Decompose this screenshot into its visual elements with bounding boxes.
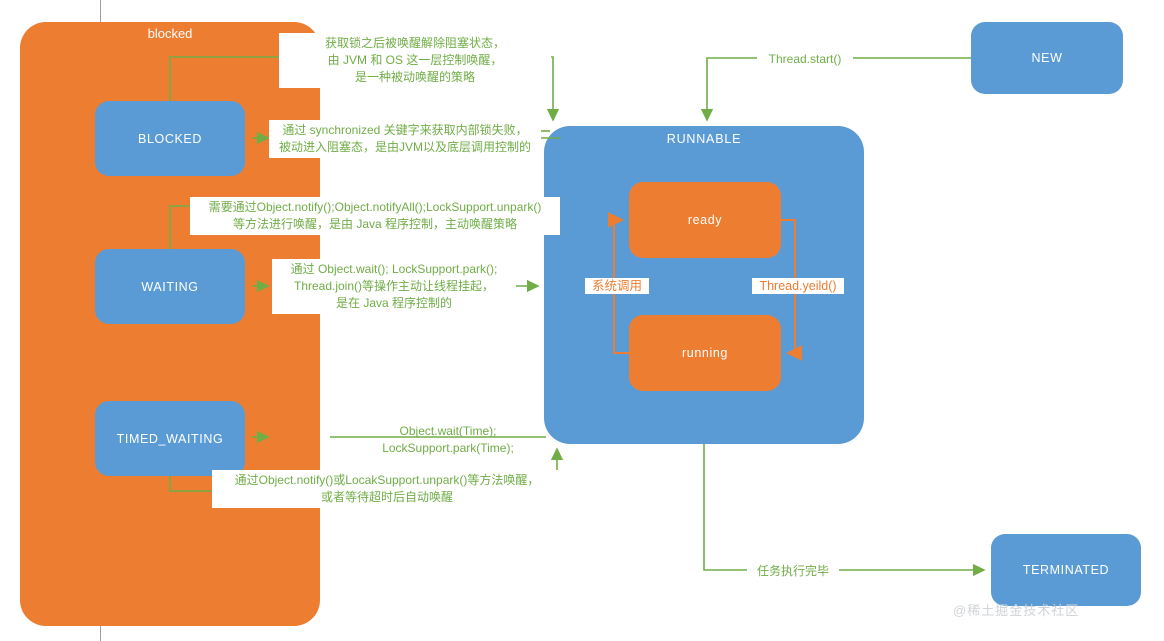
- state-node-timed-waiting[interactable]: TIMED_WAITING: [95, 401, 245, 476]
- state-node-ready-label: ready: [687, 213, 723, 227]
- state-node-terminated-label: TERMINATED: [1022, 563, 1110, 577]
- edge-label-waiting-wake: 需要通过Object.notify();Object.notifyAll();L…: [190, 197, 560, 235]
- state-node-blocked-label: BLOCKED: [138, 131, 202, 146]
- edge-label-timed-wake: 通过Object.notify()或LocakSupport.unpark()等…: [212, 470, 562, 508]
- state-node-blocked[interactable]: BLOCKED: [95, 101, 245, 176]
- group-blocked-label: blocked: [147, 26, 193, 41]
- state-node-waiting-label: WAITING: [141, 279, 199, 294]
- edge-label-thread-start: Thread.start(): [757, 49, 853, 70]
- edge-runnable-to-terminated: [703, 444, 986, 577]
- edge-label-timed-enter: Object.wait(Time); LockSupport.park(Time…: [382, 424, 514, 455]
- crop-tick-top: [100, 0, 101, 22]
- state-node-timed-waiting-label: TIMED_WAITING: [116, 431, 224, 446]
- state-node-new[interactable]: NEW: [971, 22, 1123, 94]
- crop-tick-bottom: [100, 626, 101, 641]
- edge-label-task-done: 任务执行完毕: [747, 561, 839, 582]
- state-node-running-label: running: [682, 346, 728, 360]
- edge-label-waiting-enter: 通过 Object.wait(); LockSupport.park(); Th…: [272, 259, 516, 314]
- edge-label-syscall: 系统调用: [585, 278, 649, 294]
- edge-label-blocked-enter: 通过 synchronized 关键字来获取内部锁失败， 被动进入阻塞态，是由J…: [269, 120, 541, 158]
- state-node-terminated[interactable]: TERMINATED: [991, 534, 1141, 606]
- group-runnable-label: RUNNABLE: [666, 132, 742, 146]
- watermark: @稀土掘金技术社区: [953, 603, 1080, 618]
- state-node-waiting[interactable]: WAITING: [95, 249, 245, 324]
- edge-label-blocked-wake: 获取锁之后被唤醒解除阻塞状态， 由 JVM 和 OS 这一层控制唤醒， 是一种被…: [279, 33, 551, 88]
- edge-label-thread-yield: Thread.yeild(): [752, 278, 844, 294]
- state-node-new-label: NEW: [1031, 51, 1063, 65]
- state-node-running[interactable]: running: [629, 315, 781, 391]
- state-node-ready[interactable]: ready: [629, 182, 781, 258]
